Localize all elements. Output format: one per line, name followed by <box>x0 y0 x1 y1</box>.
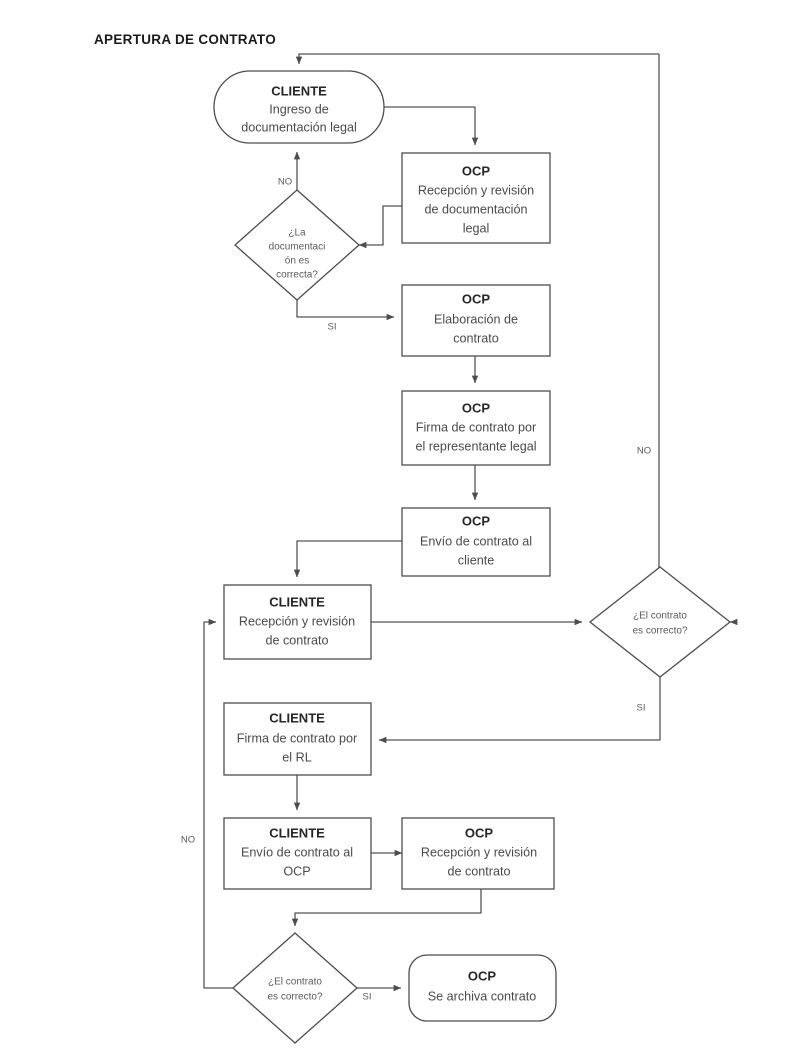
node-ocp-archiva-role: OCP <box>468 968 497 983</box>
edge-label-si-documentacion: SI <box>328 322 337 333</box>
node-decision-contrato-1-line-1: es correcto? <box>632 626 687 637</box>
node-cliente-firma-role: CLIENTE <box>269 710 325 725</box>
node-ocp-recepcion-doc[interactable] <box>401 152 551 244</box>
node-ocp-recepcion-contrato-line-1: de contrato <box>447 864 510 878</box>
node-ocp-envio[interactable] <box>401 507 551 577</box>
node-cliente-firma-line-1: el RL <box>282 750 311 764</box>
node-cliente-envio-line-0: Envío de contrato al <box>241 845 353 859</box>
node-ocp-recepcion-doc-role: OCP <box>462 163 491 178</box>
node-ocp-archiva[interactable] <box>408 954 557 1022</box>
edge-right-rail <box>658 54 730 623</box>
node-cliente-recepcion[interactable] <box>223 584 372 660</box>
node-ocp-recepcion-doc-line-1: de documentación <box>425 202 528 216</box>
node-ocp-recepcion-contrato-role: OCP <box>465 825 494 840</box>
node-ocp-recepcion-doc-line-0: Recepción y revisión <box>418 183 534 197</box>
node-cliente-firma-line-0: Firma de contrato por <box>237 731 357 745</box>
node-decision-contrato-2-line-0: ¿El contrato <box>268 977 322 988</box>
node-ocp-firma[interactable] <box>401 390 551 466</box>
node-cliente-envio-line-1: OCP <box>283 864 310 878</box>
node-ocp-recepcion-doc-line-2: legal <box>463 221 490 235</box>
node-ocp-envio-line-0: Envío de contrato al <box>420 534 532 548</box>
page-title: APERTURA DE CONTRATO <box>94 32 277 47</box>
edge-label-no-contrato-1: NO <box>637 446 651 457</box>
edge-top-return <box>295 53 659 65</box>
edge-ingreso-to-recepcion <box>384 106 479 146</box>
node-cliente-ingreso-line-1: documentación legal <box>241 120 357 134</box>
node-ocp-recepcion-contrato[interactable] <box>401 817 555 890</box>
node-ocp-archiva-line-0: Se archiva contrato <box>428 989 537 1003</box>
node-decision-documentacion-line-0: ¿La <box>288 228 306 239</box>
node-cliente-firma[interactable] <box>223 702 372 776</box>
node-ocp-elaboracion-line-0: Elaboración de <box>434 312 518 326</box>
node-decision-documentacion[interactable] <box>234 189 360 301</box>
node-ocp-firma-line-0: Firma de contrato por <box>416 420 536 434</box>
node-decision-contrato-1[interactable] <box>588 566 732 678</box>
node-decision-documentacion-line-3: correcta? <box>276 270 318 281</box>
node-ocp-envio-role: OCP <box>462 513 491 528</box>
edge-label-no-contrato-2: NO <box>181 835 195 846</box>
edge-decision-1-si <box>378 677 661 744</box>
node-cliente-ingreso[interactable] <box>213 70 385 144</box>
node-cliente-recepcion-line-1: de contrato <box>265 633 328 647</box>
node-ocp-elaboracion-role: OCP <box>462 291 491 306</box>
edge-recepcion-to-decision <box>358 205 402 249</box>
edge-ocp-recepcion-to-decision-2 <box>291 889 482 927</box>
edge-envio-to-recepcion-cliente <box>293 540 402 578</box>
node-ocp-recepcion-contrato-line-0: Recepción y revisión <box>421 845 537 859</box>
node-cliente-envio[interactable] <box>223 817 372 890</box>
node-ocp-elaboracion-line-1: contrato <box>453 331 499 345</box>
edge-label-si-contrato-2: SI <box>363 992 372 1003</box>
node-cliente-recepcion-line-0: Recepción y revisión <box>239 614 355 628</box>
node-cliente-envio-role: CLIENTE <box>269 825 325 840</box>
node-ocp-envio-line-1: cliente <box>458 553 494 567</box>
node-ocp-elaboracion[interactable] <box>401 284 551 357</box>
node-cliente-ingreso-line-0: Ingreso de <box>269 102 329 116</box>
node-decision-documentacion-line-2: ón es <box>285 256 309 267</box>
node-ocp-firma-line-1: el representante legal <box>415 439 536 453</box>
edge-label-si-contrato-1: SI <box>637 703 646 714</box>
edge-decision-si <box>296 300 395 321</box>
node-decision-contrato-1-line-0: ¿El contrato <box>633 611 687 622</box>
node-decision-contrato-2-line-1: es correcto? <box>267 992 322 1003</box>
edge-label-no-documentacion: NO <box>278 177 292 188</box>
node-decision-contrato-2[interactable] <box>232 932 358 1044</box>
node-cliente-ingreso-role: CLIENTE <box>271 83 327 98</box>
node-ocp-firma-role: OCP <box>462 400 491 415</box>
node-decision-documentacion-line-1: documentaci <box>269 242 326 253</box>
node-cliente-recepcion-role: CLIENTE <box>269 594 325 609</box>
edge-decision-2-no <box>203 618 233 989</box>
